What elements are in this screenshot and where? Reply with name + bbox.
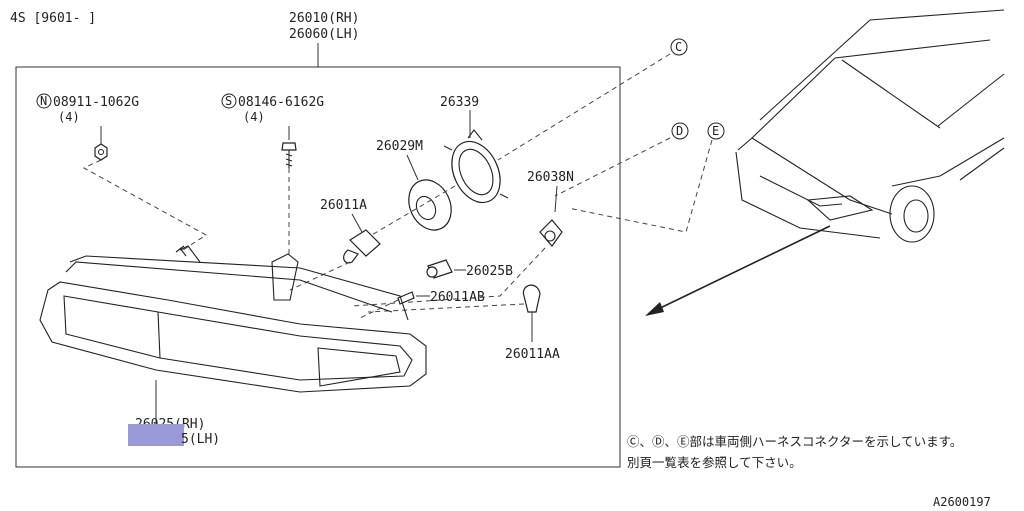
bulb-a-dashed-path <box>289 261 351 291</box>
headlamp-bracket <box>271 253 299 301</box>
bulb-aa-icon <box>522 284 541 313</box>
location-arrow-head <box>645 302 664 316</box>
lens-part-lh[interactable]: 5(LH) <box>181 432 220 447</box>
car-door-line <box>959 147 1005 181</box>
nut-part-label[interactable]: N 08911-1062G (4) <box>36 93 139 124</box>
car-wheel-hub <box>903 199 929 233</box>
connector-c-dashed-path <box>369 53 671 237</box>
nut-icon <box>94 143 108 161</box>
bulb-aa-dashed-path <box>367 303 525 313</box>
screw-prefix-circle <box>221 93 237 109</box>
socket-b-part-number[interactable]: 26025B <box>466 264 513 279</box>
car-pillar-line <box>841 59 941 129</box>
socket-n-icon <box>539 219 563 247</box>
socket-m-ring-icon <box>408 179 452 231</box>
connector-e-dashed-path <box>567 139 713 233</box>
bulb-a-base-icon <box>349 229 381 257</box>
location-arrow-line <box>651 225 831 313</box>
car-bumper-line <box>735 151 881 239</box>
bulb-ab-dashed-path <box>359 299 399 319</box>
headlamp-lens-edge <box>63 295 413 381</box>
connector-d-dashed-path <box>554 137 671 197</box>
model-range-label: 4S [9601- ] <box>10 11 96 26</box>
assembly-part-lh[interactable]: 26060(LH) <box>289 27 359 42</box>
connector-note-line2: 別頁一覧表を参照して下さい。 <box>627 455 802 470</box>
car-grille-line <box>759 175 843 207</box>
headlamp-top-inner <box>65 261 393 313</box>
screw-prefix: S <box>225 94 232 108</box>
connector-c-label[interactable]: C <box>675 40 682 54</box>
screw-thread-icon <box>285 150 293 168</box>
bulb-a-leader <box>351 213 363 233</box>
lens-highlight-box <box>128 424 184 446</box>
nut-dashed-path <box>82 159 207 253</box>
headlamp-turn-lamp <box>317 347 401 387</box>
socket-n-part-number[interactable]: 26038N <box>527 170 574 185</box>
nut-prefix-circle <box>36 93 52 109</box>
headlamp-top-edge <box>69 255 409 321</box>
car-front-wheel <box>889 185 935 243</box>
retainer-part-number[interactable]: 26339 <box>440 95 479 110</box>
nut-qty: (4) <box>58 110 80 124</box>
screw-part-number[interactable]: 08146-6162G <box>238 95 324 110</box>
headlamp-outer-shell <box>39 281 427 393</box>
vehicle-location-drawing <box>735 9 1005 243</box>
screw-head-icon <box>281 142 297 151</box>
bulb-aa-part-number[interactable]: 26011AA <box>505 347 560 362</box>
nut-hole-icon <box>98 149 104 155</box>
bulb-ab-part-number[interactable]: 26011AB <box>430 290 485 305</box>
bulb-a-glass-icon <box>343 249 359 264</box>
connector-note-line1: Ⓒ、Ⓓ、Ⓔ部は車両側ハーネスコネクターを示しています。 <box>627 434 962 449</box>
diagram-code: A2600197 <box>933 495 991 509</box>
screw-part-label[interactable]: S 08146-6162G (4) <box>221 93 324 124</box>
socket-m-hub-icon <box>415 195 437 221</box>
retainer-ring-icon <box>451 140 501 204</box>
headlamp-clip <box>179 245 201 263</box>
connector-d-circle <box>671 122 689 140</box>
headlamp-assembly-drawing <box>39 245 427 393</box>
nut-part-number[interactable]: 08911-1062G <box>53 95 139 110</box>
socket-m-leader <box>406 154 419 181</box>
car-headlamp-outline <box>806 195 874 221</box>
assembly-frame <box>15 66 621 468</box>
screw-qty: (4) <box>243 110 265 124</box>
car-window-line <box>937 73 1005 127</box>
socket-n-hole-icon <box>544 230 556 242</box>
connector-e-circle <box>707 122 725 140</box>
connector-c-circle <box>670 38 688 56</box>
car-hood-line <box>751 39 991 139</box>
bulb-a-part-number[interactable]: 26011A <box>320 198 367 213</box>
car-roof-line <box>759 9 1005 121</box>
car-side-line <box>891 137 1005 187</box>
retainer-tab-icon <box>443 129 509 199</box>
car-front-upper <box>737 137 893 215</box>
socket-m-part-number[interactable]: 26029M <box>376 139 423 154</box>
retainer-inner-icon <box>458 148 494 196</box>
socket-b-end-icon <box>426 266 438 278</box>
connector-d-label[interactable]: D <box>676 124 683 138</box>
socket-n-leader <box>554 185 558 213</box>
nut-prefix: N <box>40 94 47 108</box>
headlamp-divider <box>157 311 161 359</box>
connector-e-label[interactable]: E <box>712 124 719 138</box>
assembly-part-rh[interactable]: 26010(RH) <box>289 11 359 26</box>
